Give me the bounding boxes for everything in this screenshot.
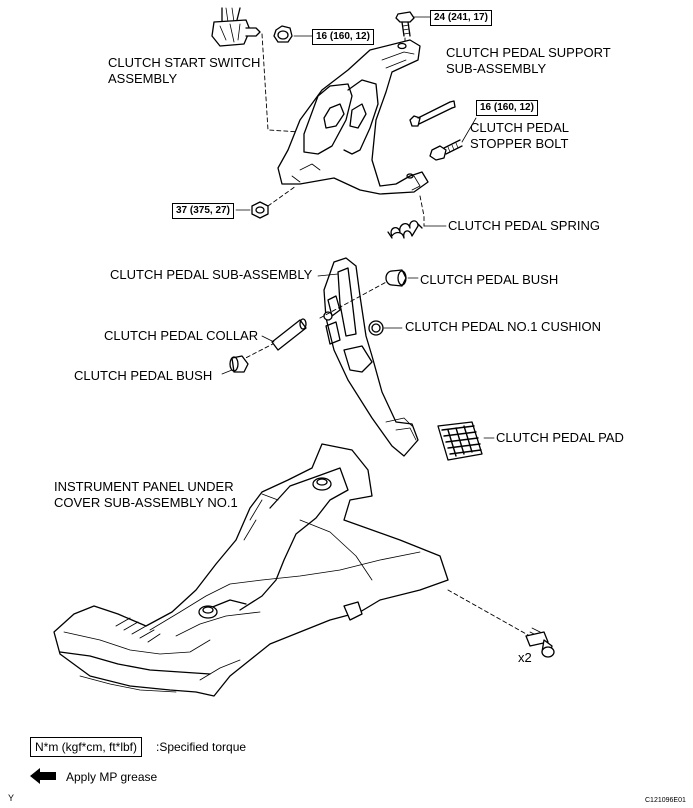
torque-stopper-bolt: 16 (160, 12): [476, 100, 538, 116]
cushion-part: [368, 320, 384, 336]
label-pedal-pad: CLUTCH PEDAL PAD: [496, 430, 624, 445]
upper-bush-part: [385, 269, 407, 287]
label-pedal-spring: CLUTCH PEDAL SPRING: [448, 218, 600, 233]
label-screw-count: x2: [518, 650, 532, 665]
label-cushion: CLUTCH PEDAL NO.1 CUSHION: [405, 319, 601, 334]
lower-nut-part: [251, 201, 269, 219]
pedal-collar-part: [271, 318, 307, 351]
label-clutch-start-switch: CLUTCH START SWITCH ASSEMBLY: [108, 55, 261, 86]
grease-arrow-icon: [30, 768, 56, 784]
label-pedal-bush-lower: CLUTCH PEDAL BUSH: [74, 368, 213, 383]
top-bolt-part: [395, 11, 415, 37]
pedal-support-bracket: [277, 39, 429, 195]
legend-torque-text: :Specified torque: [156, 740, 247, 754]
label-pedal-sub-assembly: CLUTCH PEDAL SUB-ASSEMBLY: [110, 267, 313, 282]
corner-mark: Y: [8, 793, 15, 803]
torque-top-bolt: 24 (241, 17): [430, 10, 492, 26]
lower-bush-part: [229, 355, 249, 373]
legend-torque-box: N*m (kgf*cm, ft*lbf): [30, 737, 143, 757]
label-pedal-collar: CLUTCH PEDAL COLLAR: [104, 328, 259, 343]
figure-code: C121096E01: [645, 797, 686, 804]
torque-lower-nut: 37 (375, 27): [172, 203, 234, 219]
under-cover-part: [53, 443, 449, 697]
legend-grease-text: Apply MP grease: [66, 770, 158, 784]
cover-screw-part: [525, 627, 555, 658]
label-pedal-bush-upper: CLUTCH PEDAL BUSH: [420, 272, 559, 287]
label-pedal-support: CLUTCH PEDAL SUPPORT SUB-ASSEMBLY: [446, 45, 611, 76]
label-stopper-bolt: CLUTCH PEDAL STOPPER BOLT: [470, 120, 569, 151]
pedal-arm-part: [323, 257, 419, 457]
label-under-cover: INSTRUMENT PANEL UNDER COVER SUB-ASSEMBL…: [54, 479, 238, 510]
stopper-bolt-part: [429, 139, 463, 161]
clutch-start-switch-part: [211, 7, 261, 47]
pedal-spring-part: [387, 220, 423, 239]
torque-switch-nut: 16 (160, 12): [312, 29, 374, 45]
pedal-pad-part: [437, 421, 483, 461]
pivot-bolt-part: [409, 100, 456, 127]
switch-nut-part: [273, 25, 293, 43]
